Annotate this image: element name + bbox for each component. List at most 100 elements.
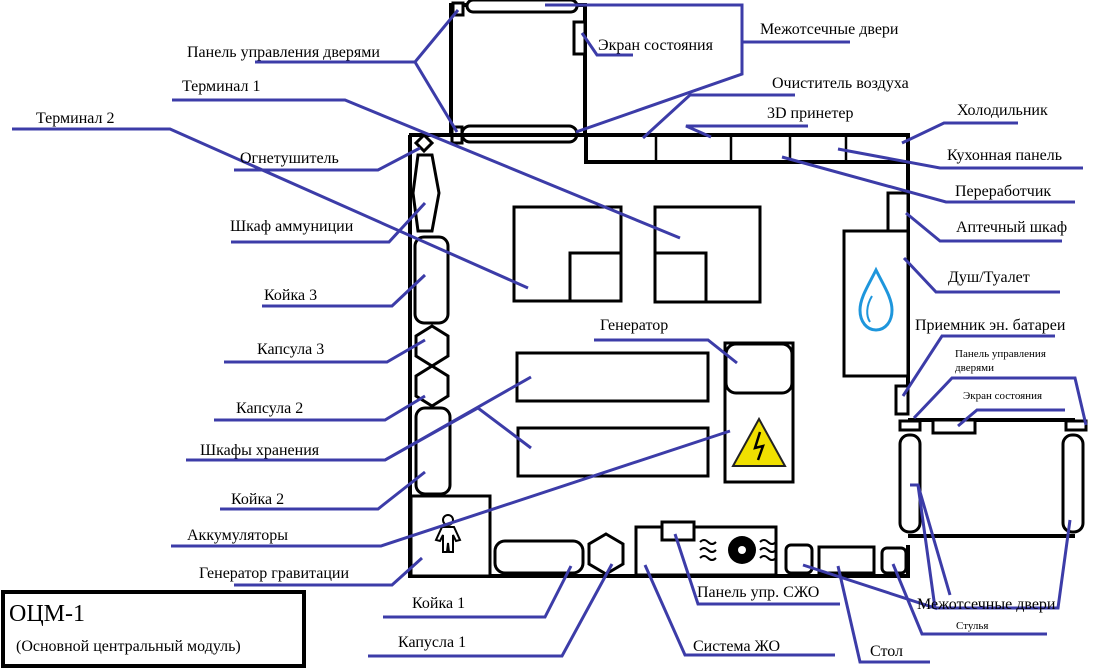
fire-extinguisher xyxy=(413,132,435,154)
leader-3d-printer xyxy=(685,124,808,139)
label-fridge: Холодильник xyxy=(957,102,1048,119)
terminal-1-seat xyxy=(653,251,708,304)
leader-medicine-cabinet xyxy=(905,211,1062,243)
label-bunk-3: Койка 3 xyxy=(264,287,317,304)
chair-left xyxy=(784,543,814,575)
chair-right xyxy=(880,546,908,575)
capsule-1 xyxy=(587,532,625,576)
main-module xyxy=(408,132,910,578)
generator xyxy=(724,342,794,395)
leader-chairs xyxy=(891,563,1047,636)
label-3d-printer: 3D принетер xyxy=(767,105,853,122)
leader-status-screen-right xyxy=(957,408,1065,428)
leader-terminal-1 xyxy=(172,98,681,240)
label-fire-extinguisher: Огнетушитель xyxy=(240,150,339,167)
label-door-panel-right-1: Панель управления xyxy=(955,348,1046,360)
leader-bunk-3 xyxy=(262,273,427,308)
leader-capsule-2 xyxy=(214,394,426,422)
label-air-purifier: Очиститель воздуха xyxy=(772,75,909,92)
top-airlock-wall xyxy=(449,3,587,137)
capsule-3 xyxy=(414,324,450,368)
label-generator: Генератор xyxy=(600,317,668,334)
top-status-screen xyxy=(572,20,587,56)
leader-batteries xyxy=(171,429,731,548)
storage-cabinet-upper xyxy=(515,351,710,403)
terminal-2-seat xyxy=(568,251,623,303)
leader-life-support-system xyxy=(643,564,835,657)
label-door-panel-top: Панель управления дверями xyxy=(187,44,380,61)
leader-generator xyxy=(594,338,738,365)
fan-icon xyxy=(699,536,777,564)
leader-lines xyxy=(12,3,1088,664)
leader-fire-extinguisher xyxy=(234,146,421,172)
label-shower-toilet: Душ/Туалет xyxy=(948,269,1030,286)
high-voltage-warning-icon xyxy=(731,416,787,467)
table xyxy=(817,545,876,575)
label-storage-cabinets: Шкафы хранения xyxy=(200,442,320,459)
label-status-screen-top: Экран состояния xyxy=(598,37,714,54)
label-door-panel-right-2: дверями xyxy=(955,362,994,374)
label-terminal-1: Терминал 1 xyxy=(182,78,261,95)
shower-toilet xyxy=(842,229,910,378)
leader-ammo-cabinet xyxy=(231,201,427,244)
label-life-support-system: Система ЖО xyxy=(693,638,780,655)
label-interdeck-doors-right: Межотсечные двери xyxy=(917,596,1056,613)
leader-door-panel-top-2 xyxy=(413,61,459,133)
label-chairs: Стулья xyxy=(956,620,988,632)
leader-status-screen-top xyxy=(580,32,633,57)
bunk-2 xyxy=(414,406,452,496)
title-subtitle: (Основной центральный модуль) xyxy=(16,638,241,655)
label-bunk-1: Койка 1 xyxy=(412,595,465,612)
top-door-panel-upper xyxy=(451,1,465,17)
title-code: ОЦМ-1 xyxy=(9,601,85,627)
leader-kitchen-panel xyxy=(837,147,1083,170)
ammo-cabinet xyxy=(411,153,441,233)
label-life-support-panel: Панель упр. СЖО xyxy=(697,584,819,601)
label-status-screen-right: Экран состояния xyxy=(963,390,1042,402)
label-gravity-generator: Генератор гравитации xyxy=(199,565,349,582)
leader-battery-receiver xyxy=(901,334,1055,397)
label-kitchen-panel: Кухонная панель xyxy=(947,147,1062,164)
right-door-panel-left xyxy=(898,419,922,432)
label-capsule-2: Капсула 2 xyxy=(236,400,303,417)
leader-terminal-2 xyxy=(12,127,529,290)
leader-door-panel-right xyxy=(912,376,1088,426)
water-drop-icon xyxy=(858,266,894,332)
right-door-panel-right xyxy=(1064,419,1088,432)
label-bunk-2: Койка 2 xyxy=(231,491,284,508)
title-frame xyxy=(1,590,306,668)
leader-fridge xyxy=(901,121,1018,145)
label-table: Стол xyxy=(870,643,903,660)
leader-life-support-panel xyxy=(673,533,840,606)
leader-recycler xyxy=(781,155,1075,204)
life-support-panel xyxy=(660,520,696,542)
medicine-cabinet xyxy=(886,191,910,233)
leader-air-purifier xyxy=(641,93,795,140)
leader-interdeck-doors-top xyxy=(545,3,850,44)
right-interdeck-door-right xyxy=(1061,433,1085,534)
leader-capsule-3 xyxy=(224,338,426,364)
leader-capsule-1 xyxy=(368,563,614,658)
label-capsule-1: Капусла 1 xyxy=(398,634,466,651)
leader-gravity-generator xyxy=(234,556,424,587)
label-terminal-2: Терминал 2 xyxy=(36,110,115,127)
right-status-screen xyxy=(931,418,977,435)
title-box: ОЦМ-1 (Основной центральный модуль) xyxy=(1,590,306,668)
leader-bunk-1 xyxy=(383,565,573,619)
leader-bunk-2 xyxy=(220,470,426,511)
leader-interdeck-doors-right-a xyxy=(802,483,937,611)
leader-table xyxy=(836,565,930,664)
main-wall-top-inner xyxy=(584,135,908,164)
label-ammo-cabinet: Шкаф аммуниции xyxy=(230,218,354,235)
bunk-1 xyxy=(493,539,585,575)
label-battery-receiver: Приемник эн. батареи xyxy=(915,317,1066,334)
bunk-3 xyxy=(413,235,450,325)
label-medicine-cabinet: Аптечный шкаф xyxy=(956,219,1067,236)
leader-interdeck-doors-right-b xyxy=(935,519,1072,610)
label-recycler: Переработчик xyxy=(955,183,1051,200)
label-batteries: Аккумуляторы xyxy=(187,527,288,544)
label-interdeck-doors-top: Межотсечные двери xyxy=(760,21,899,38)
labels: Панель управления дверями Межотсечные дв… xyxy=(36,21,1067,660)
leader-interdeck-doors-right-c xyxy=(916,484,952,596)
